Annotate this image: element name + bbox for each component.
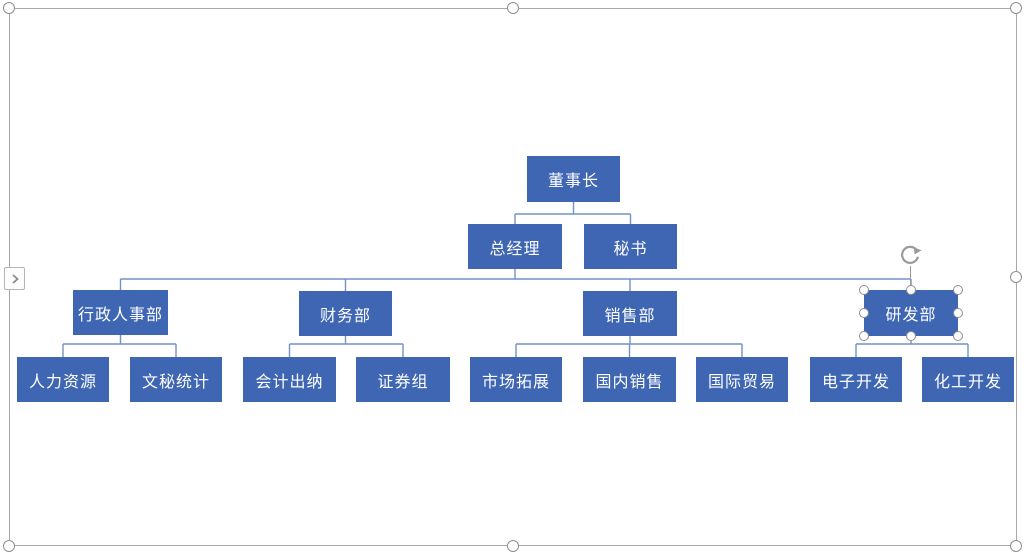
chevron-right-icon — [11, 273, 19, 284]
org-node-chairman[interactable]: 董事长 — [527, 156, 620, 202]
org-node-general-manager[interactable]: 总经理 — [468, 224, 562, 269]
frame-resize-handle-top-center[interactable] — [507, 2, 519, 14]
frame-resize-handle-bottom-left[interactable] — [3, 540, 15, 552]
frame-resize-handle-top-left[interactable] — [3, 2, 15, 14]
org-node-domestic-sales[interactable]: 国内销售 — [583, 357, 676, 402]
org-node-secretarial-statistics[interactable]: 文秘统计 — [130, 357, 222, 402]
org-node-human-resources[interactable]: 人力资源 — [17, 357, 109, 402]
org-node-sales-dept[interactable]: 销售部 — [583, 291, 677, 336]
org-node-secretary[interactable]: 秘书 — [584, 224, 677, 269]
node-resize-handle-bottom-right[interactable] — [953, 331, 963, 341]
node-resize-handle-right-center[interactable] — [953, 308, 963, 318]
org-node-rd-dept[interactable]: 研发部 — [864, 290, 958, 336]
org-node-finance-dept[interactable]: 财务部 — [299, 291, 392, 336]
rotate-icon[interactable] — [899, 243, 923, 267]
node-resize-handle-bottom-center[interactable] — [906, 331, 916, 341]
org-node-electronic-development[interactable]: 电子开发 — [810, 357, 902, 402]
node-resize-handle-top-left[interactable] — [859, 285, 869, 295]
node-resize-handle-top-right[interactable] — [953, 285, 963, 295]
org-node-market-expansion[interactable]: 市场拓展 — [470, 357, 562, 402]
org-node-securities-group[interactable]: 证券组 — [356, 357, 450, 402]
frame-resize-handle-bottom-right[interactable] — [1010, 540, 1022, 552]
text-pane-toggle-button[interactable] — [4, 267, 25, 290]
node-resize-handle-bottom-left[interactable] — [859, 331, 869, 341]
org-node-chemical-development[interactable]: 化工开发 — [922, 357, 1014, 402]
org-node-accounting-cashier[interactable]: 会计出纳 — [243, 357, 336, 402]
frame-resize-handle-right-center[interactable] — [1010, 271, 1022, 283]
org-node-admin-hr-dept[interactable]: 行政人事部 — [73, 290, 168, 335]
selection-frame — [9, 8, 1017, 546]
frame-resize-handle-bottom-center[interactable] — [507, 540, 519, 552]
node-resize-handle-top-center[interactable] — [906, 285, 916, 295]
rotate-handle-stem — [910, 266, 911, 288]
node-resize-handle-left-center[interactable] — [859, 308, 869, 318]
org-node-international-trade[interactable]: 国际贸易 — [696, 357, 788, 402]
frame-resize-handle-top-right[interactable] — [1010, 2, 1022, 14]
